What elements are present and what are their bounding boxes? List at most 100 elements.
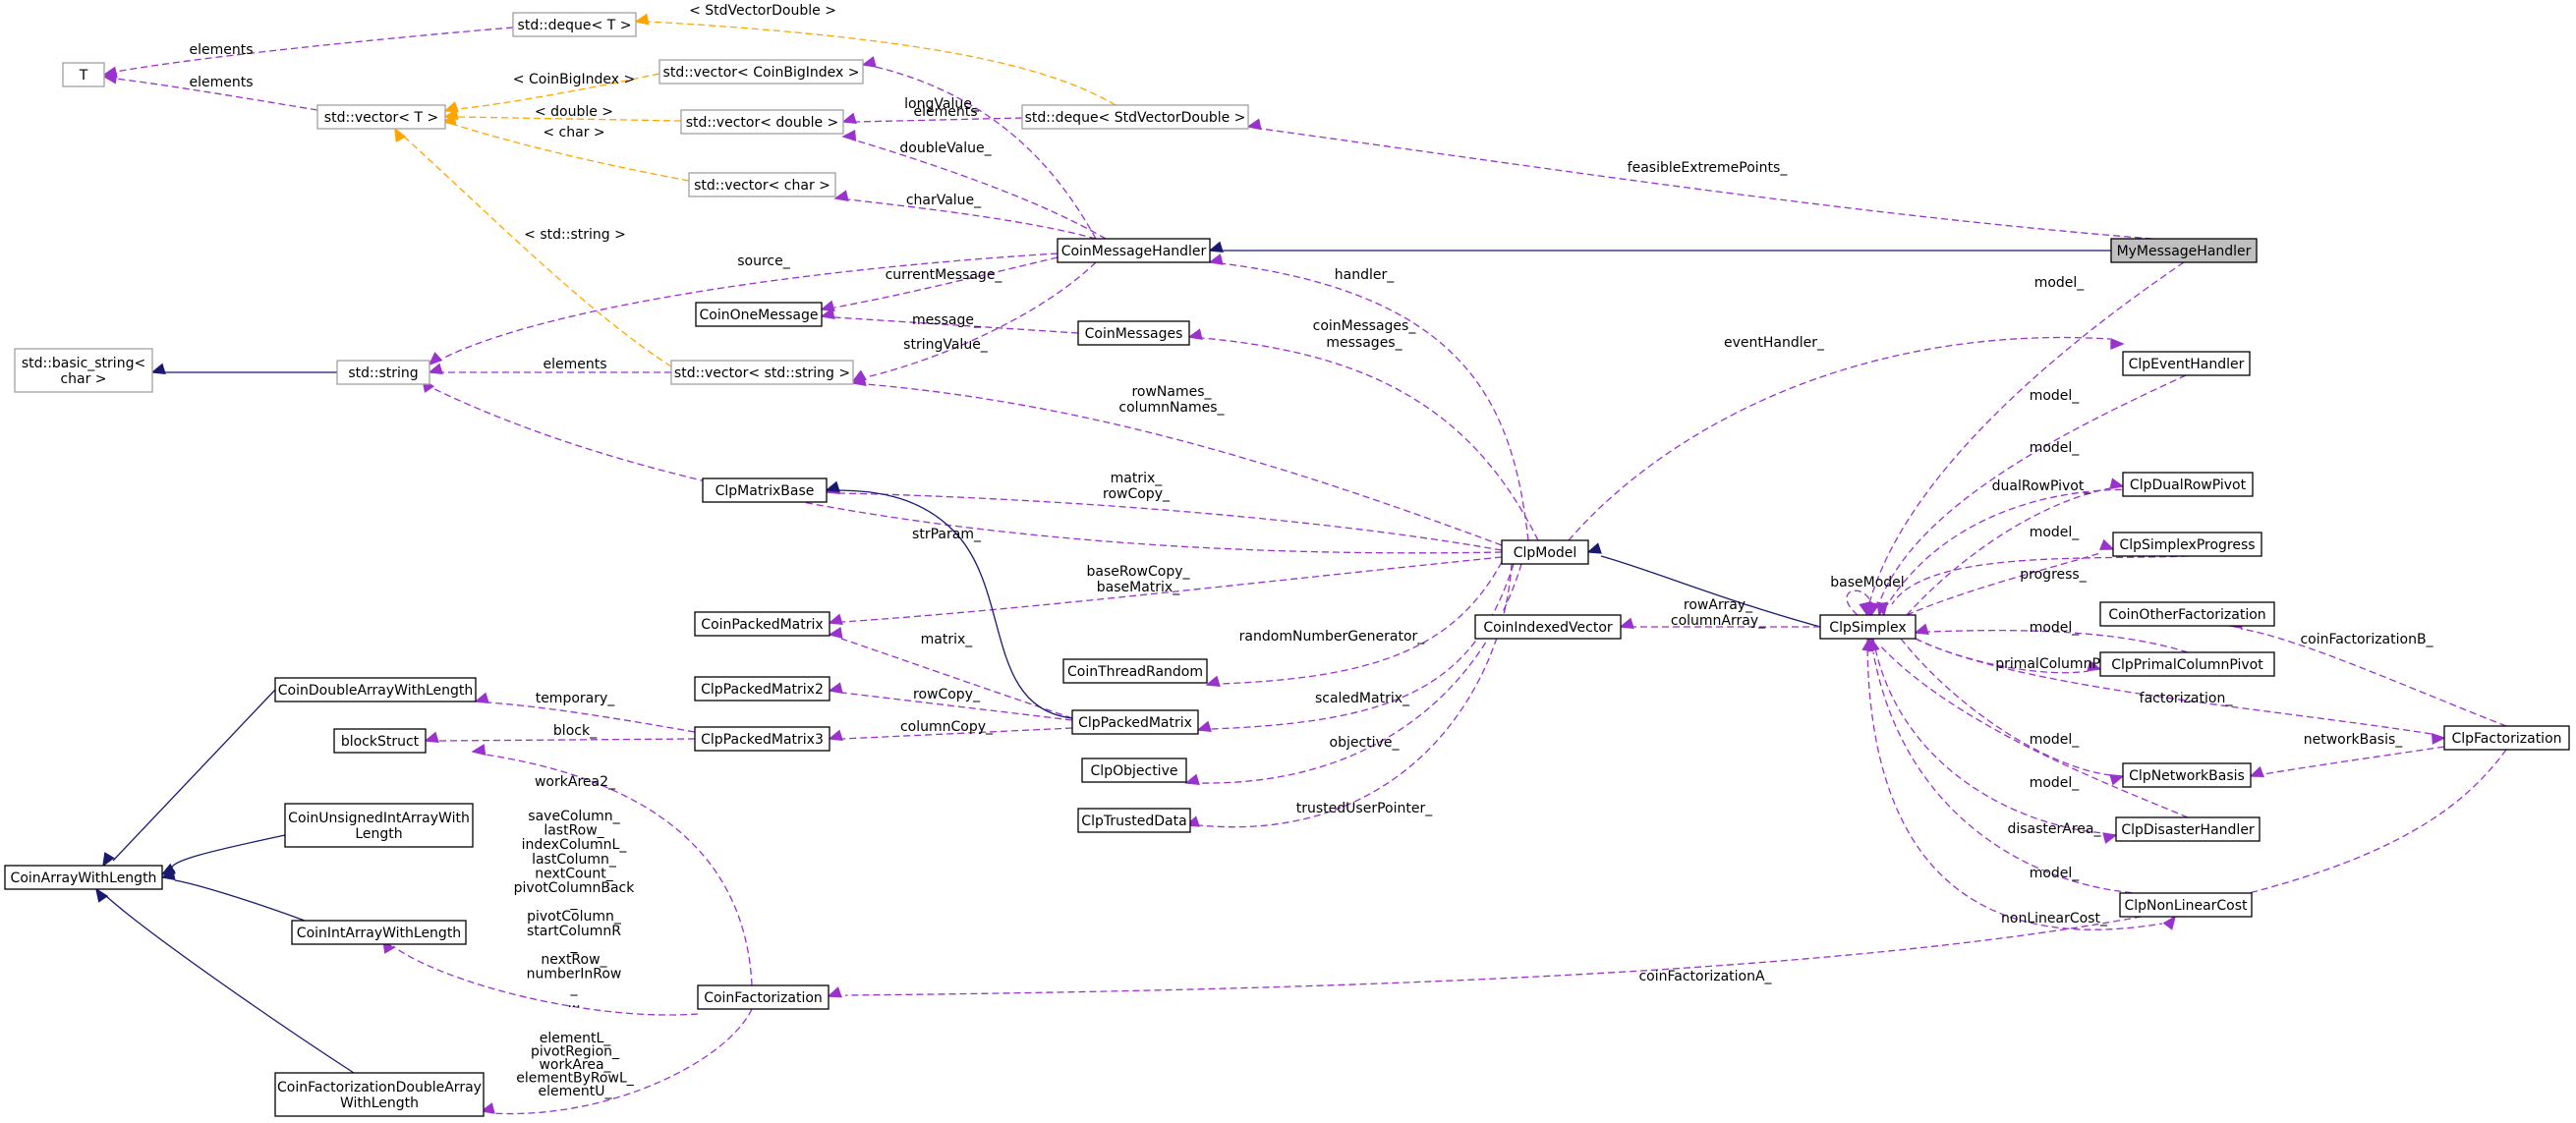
class-node-vector-bigindex[interactable]: std::vector< CoinBigIndex > [658, 59, 864, 84]
class-node-label: CoinMessageHandler [1061, 244, 1207, 259]
edge-label: lastColumn_ [532, 852, 617, 868]
edge-label: model_ [2030, 388, 2081, 404]
edge-line [1201, 337, 1539, 541]
class-node-clp-disaster-handler[interactable]: ClpDisasterHandler [2115, 816, 2261, 842]
class-node-label: std::vector< CoinBigIndex > [663, 65, 860, 81]
edge-label: saveColumn_ [528, 809, 620, 824]
class-node-basic-string[interactable]: std::basic_string<char > [14, 348, 153, 393]
class-node-label: CoinMessages [1085, 326, 1183, 342]
edge-line [1866, 638, 2163, 930]
class-node-std-string[interactable]: std::string [336, 360, 430, 385]
class-node-clp-matrix-base[interactable]: ClpMatrixBase [702, 477, 828, 503]
class-node-coin-other-factorization[interactable]: CoinOtherFactorization [2099, 601, 2275, 627]
edge-line [841, 556, 1503, 623]
edge-line [865, 261, 1097, 378]
class-node-label: ClpPackedMatrix3 [701, 732, 824, 748]
edge-line [112, 689, 276, 862]
edge-line [833, 256, 1059, 309]
class-node-clp-non-linear-cost[interactable]: ClpNonLinearCost [2119, 892, 2253, 918]
class-node-coin-packed-matrix[interactable]: CoinPackedMatrix [694, 611, 830, 637]
class-node-clp-packed-matrix3[interactable]: ClpPackedMatrix3 [694, 726, 830, 752]
edge-label: handler_ [1335, 267, 1395, 283]
class-node-vector-char[interactable]: std::vector< char > [688, 172, 836, 197]
edge-line [1198, 563, 1522, 784]
class-node-coin-one-message[interactable]: CoinOneMessage [695, 302, 823, 327]
edge-line [1927, 630, 2189, 653]
class-node-coin-int-array[interactable]: CoinIntArrayWithLength [291, 920, 467, 945]
class-node-deque-svd[interactable]: std::deque< StdVectorDouble > [1021, 104, 1249, 130]
class-node-coin-indexed-vector[interactable]: CoinIndexedVector [1474, 614, 1622, 640]
class-node-coin-messages[interactable]: CoinMessages [1077, 320, 1190, 346]
class-node-vector-double[interactable]: std::vector< double > [680, 109, 844, 135]
class-node-label: std::string [348, 365, 418, 381]
edge-label: eventHandler_ [1724, 335, 1825, 351]
edge-label: elements [189, 42, 253, 58]
class-node-label: char > [60, 371, 106, 387]
class-node-label: std::vector< double > [686, 115, 839, 131]
class-node-vector-t[interactable]: std::vector< T > [316, 104, 446, 130]
class-node-clp-primal-column-pivot[interactable]: ClpPrimalColumnPivot [2099, 651, 2275, 677]
class-node-deque-t[interactable]: std::deque< T > [512, 12, 637, 37]
class-node-block-struct[interactable]: blockStruct [333, 728, 427, 754]
edge-line [457, 73, 660, 110]
class-node-label: ClpPrimalColumnPivot [2111, 657, 2263, 673]
edge-label: columnArray_ [1671, 613, 1766, 629]
class-node-coin-thread-random[interactable]: CoinThreadRandom [1062, 658, 1208, 684]
usage-edge [474, 692, 696, 733]
class-node-T[interactable]: T [62, 62, 105, 87]
edge-label: rowCopy_ [1103, 486, 1171, 502]
usage-edge [1568, 336, 2125, 541]
class-node-label: CoinFactorizationDoubleArray [277, 1080, 482, 1095]
class-node-vector-string[interactable]: std::vector< std::string > [670, 360, 854, 385]
edge-line [865, 383, 1503, 546]
class-node-clp-packed-matrix[interactable]: ClpPackedMatrix [1071, 709, 1199, 735]
edge-label: disasterArea_ [2007, 821, 2101, 837]
edge-label: matrix_ [1111, 471, 1164, 486]
class-node-coin-array-with-length[interactable]: CoinArrayWithLength [4, 865, 163, 890]
class-node-clp-simplex-progress[interactable]: ClpSimplexProgress [2112, 532, 2262, 557]
class-node-clp-dual-row-pivot[interactable]: ClpDualRowPivot [2122, 472, 2254, 497]
usage-edge [841, 112, 1023, 124]
class-node-clp-trusted-data[interactable]: ClpTrustedData [1077, 808, 1191, 833]
edge-line [1600, 555, 1821, 628]
edge-line [838, 492, 1503, 551]
class-node-clp-objective[interactable]: ClpObjective [1081, 758, 1187, 783]
usage-edge [827, 749, 2507, 998]
edge-label: elementU_ [539, 1084, 613, 1099]
class-node-label: ClpDisasterHandler [2121, 822, 2255, 838]
usage-edge [1914, 623, 2189, 653]
edge-label: model_ [2030, 440, 2081, 456]
class-node-clp-simplex[interactable]: ClpSimplex [1819, 614, 1917, 640]
edge-label: < double > [535, 104, 613, 120]
template-edge [443, 73, 660, 113]
class-node-my-message-handler[interactable]: MyMessageHandler [2110, 238, 2258, 263]
template-edge [634, 13, 1116, 106]
edge-line [847, 198, 1097, 240]
edge-label: baseMatrix_ [1097, 580, 1180, 595]
usage-edge [428, 253, 1059, 366]
class-node-coin-message-handler[interactable]: CoinMessageHandler [1057, 238, 1211, 263]
edge-label: currentMessage_ [886, 267, 1003, 283]
class-node-coin-double-array[interactable]: CoinDoubleArrayWithLength [274, 677, 477, 702]
edge-line [1868, 261, 2185, 604]
usage-edge [1846, 590, 1873, 617]
edge-label: factorization_ [2140, 691, 2234, 706]
class-node-clp-factorization[interactable]: ClpFactorization [2443, 725, 2570, 751]
class-node-label: CoinOtherFactorization [2108, 607, 2265, 623]
class-node-clp-event-handler[interactable]: ClpEventHandler [2122, 351, 2251, 376]
edge-label: coinFactorizationB_ [2300, 632, 2433, 647]
class-node-clp-network-basis[interactable]: ClpNetworkBasis [2122, 762, 2252, 788]
edge-line [1915, 638, 2089, 674]
class-node-label: CoinIndexedVector [1483, 620, 1613, 636]
class-node-label: CoinThreadRandom [1067, 664, 1203, 680]
edge-label: source_ [737, 253, 790, 269]
edge-line [855, 117, 1023, 123]
class-node-label: CoinIntArrayWithLength [297, 926, 461, 941]
edge-line [431, 387, 1503, 554]
class-node-clp-packed-matrix2[interactable]: ClpPackedMatrix2 [694, 676, 830, 702]
class-node-clp-model[interactable]: ClpModel [1501, 539, 1589, 565]
class-node-coin-factorization[interactable]: CoinFactorization [697, 984, 830, 1010]
